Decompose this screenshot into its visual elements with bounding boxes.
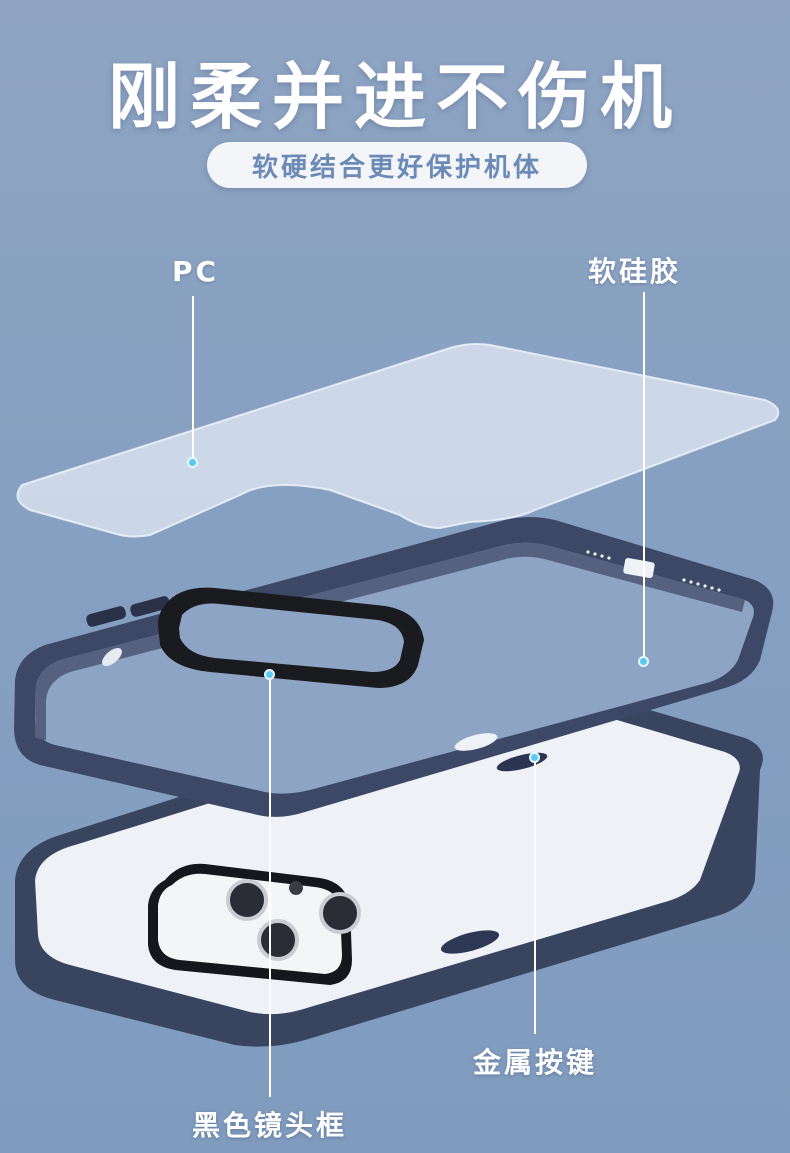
callout-dot-pc xyxy=(187,457,198,468)
assembled-case xyxy=(15,684,763,1047)
subtitle-text: 软硬结合更好保护机体 xyxy=(251,152,542,183)
callout-line-silicone xyxy=(643,292,645,660)
frame-slot-volume xyxy=(623,557,655,579)
camera-lens-3 xyxy=(257,919,299,961)
loose-button-2 xyxy=(130,596,171,617)
side-button-assembled xyxy=(440,930,500,954)
callout-dot-silicone xyxy=(638,656,649,667)
silicone-frame xyxy=(14,517,774,817)
lens-frame-ring-hole xyxy=(179,603,404,672)
subtitle-pill: 软硬结合更好保护机体 xyxy=(207,142,587,188)
camera-lens-1 xyxy=(226,879,268,921)
pc-sheet-panel xyxy=(16,343,780,538)
callout-line-metal-button xyxy=(534,762,536,1034)
label-pc: PC xyxy=(172,255,220,288)
label-silicone: 软硅胶 xyxy=(588,255,682,288)
label-lens-frame: 黑色镜头框 xyxy=(192,1109,348,1142)
camera-flash xyxy=(289,881,303,895)
speaker-holes xyxy=(586,550,721,592)
callout-line-lens-frame xyxy=(269,680,271,1097)
loose-button-1 xyxy=(86,606,127,627)
label-metal-button: 金属按键 xyxy=(473,1046,598,1079)
callout-dot-lens-frame xyxy=(264,669,275,680)
frame-slot-side xyxy=(454,733,498,751)
camera-lens-2 xyxy=(319,892,361,934)
pc-sheet xyxy=(16,343,780,538)
headline: 刚柔并进不伤机 xyxy=(107,55,682,139)
callout-line-pc xyxy=(192,296,194,462)
frame-slot-left xyxy=(102,648,122,666)
